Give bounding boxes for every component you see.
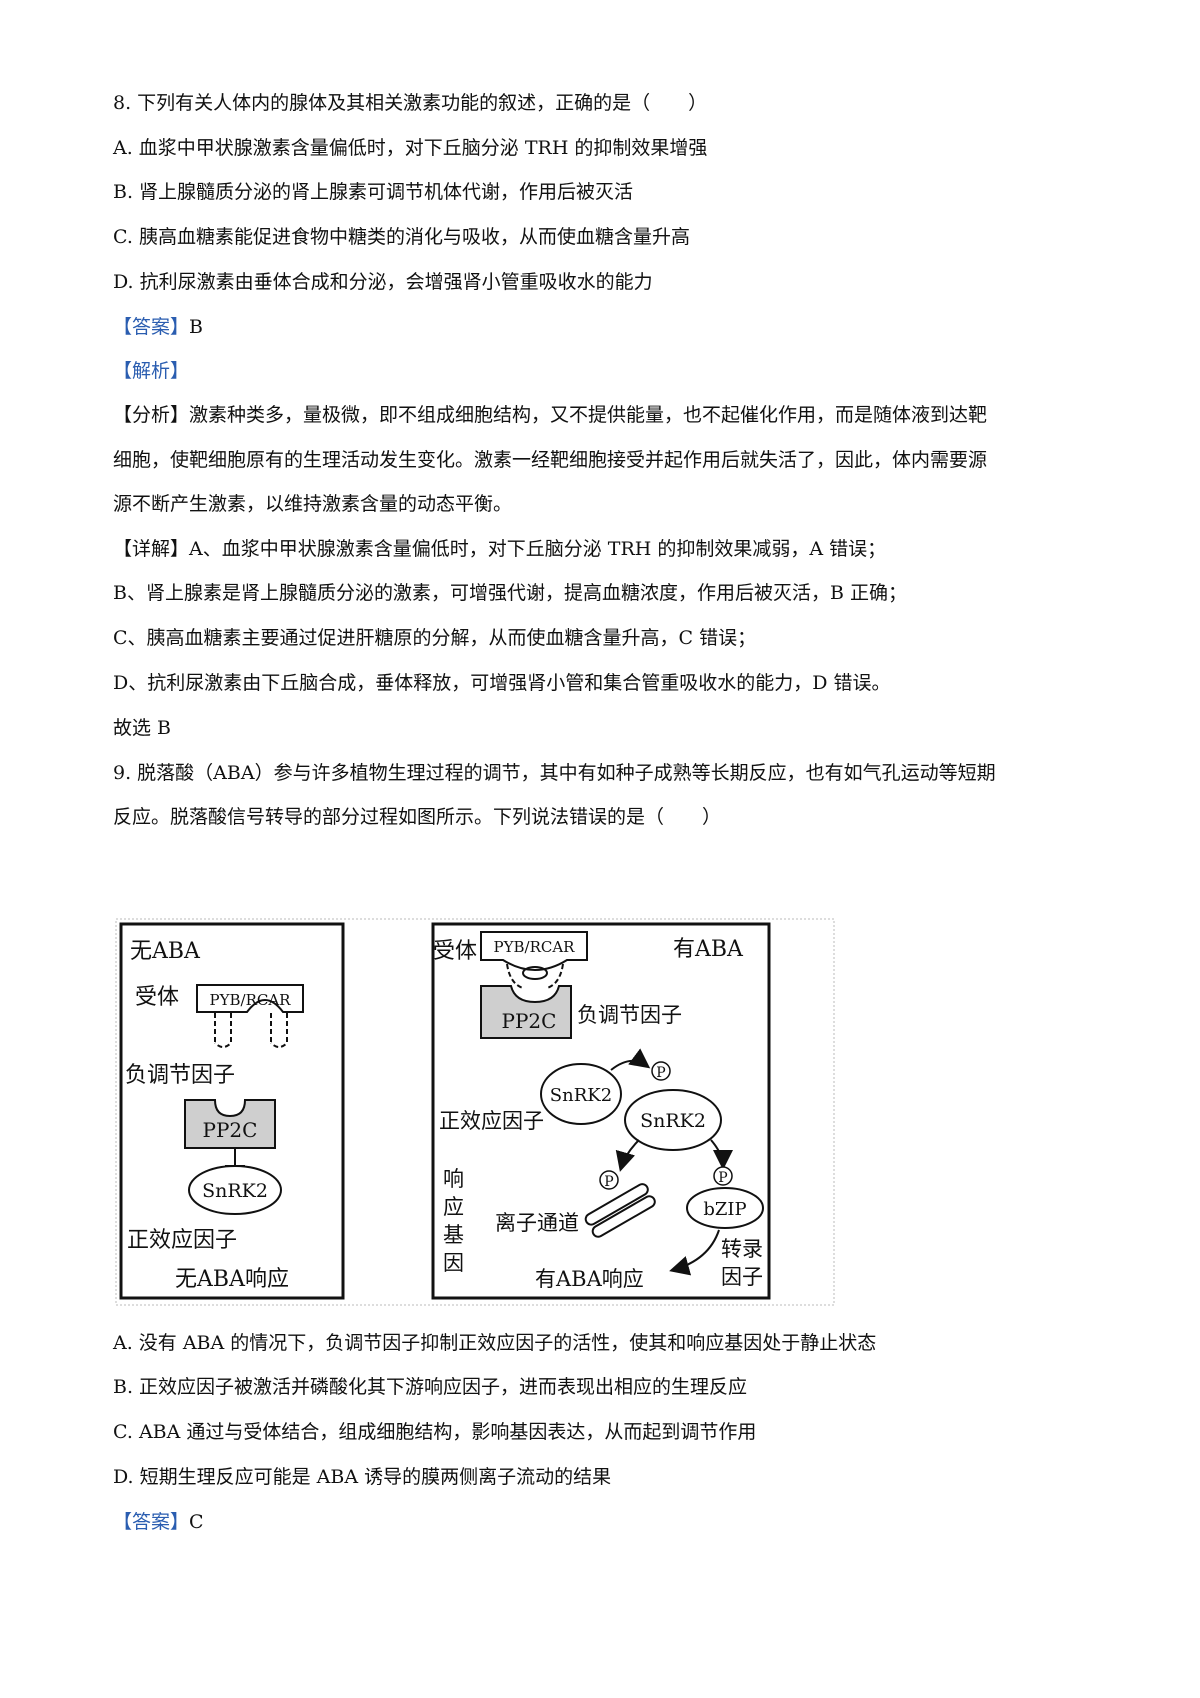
left-pos-label: 正效应因子 xyxy=(127,1228,237,1253)
q8-answer-tag: 【答案】 xyxy=(113,316,190,338)
q9-stem-line-2: 反应。脱落酸信号转导的部分过程如图所示。下列说法错误的是（ ） xyxy=(113,806,722,828)
snrk2-activation-arrow xyxy=(610,1048,651,1071)
q8-detail-text-1: A、血浆中甲状腺激素含量偏低时，对下丘脑分泌 TRH 的抑制效果减弱，A 错误； xyxy=(189,538,887,560)
arrow-to-ion-channel xyxy=(615,1139,640,1172)
right-receptor-name: PYB/RCAR xyxy=(494,938,576,956)
left-neg-label: 负调节因子 xyxy=(125,1063,235,1088)
q8-detail-head: 【详解】 xyxy=(113,538,190,560)
right-receptor-label: 受体 xyxy=(433,939,477,964)
aba-molecule xyxy=(522,966,548,980)
left-receptor-label: 受体 xyxy=(135,985,179,1010)
q8-answer: 【答案】B xyxy=(113,312,203,342)
q8-detail-line-2: B、肾上腺素是肾上腺髓质分泌的激素，可增强代谢，提高血糖浓度，作用后被灭活，B … xyxy=(113,582,907,604)
right-neg-label: 负调节因子 xyxy=(577,1003,682,1027)
bzip-ellipse xyxy=(686,1187,764,1229)
q8-analysis-line-2: 细胞，使靶细胞原有的生理活动发生变化。激素一经靶细胞接受并起作用后就失活了，因此… xyxy=(113,449,988,471)
q8-detail-line-3: C、胰高血糖素主要通过促进肝糖原的分解，从而使血糖含量升高，C 错误； xyxy=(113,627,757,649)
q8-stem: 8. 下列有关人体内的腺体及其相关激素功能的叙述，正确的是（ ） xyxy=(113,92,708,114)
q8-analysis-line-1: 【分析】激素种类多，量极微，即不组成细胞结构，又不提供能量，也不起催化作用，而是… xyxy=(113,400,987,430)
gene-label-4: 因 xyxy=(443,1251,464,1275)
left-snrk2-label: SnRK2 xyxy=(202,1180,268,1202)
q8-detail-line-4: D、抗利尿激素由下丘脑合成，垂体释放，可增强肾小管和集合管重吸收水的能力，D 错… xyxy=(113,672,891,694)
left-pp2c-shape xyxy=(184,1099,276,1149)
left-receptor-leg-1 xyxy=(214,1013,232,1048)
q9-option-d: D. 短期生理反应可能是 ABA 诱导的膜两侧离子流动的结果 xyxy=(113,1466,612,1488)
ion-phospho-label: P xyxy=(604,1174,613,1190)
left-receptor-name: PYB/RCAR xyxy=(210,991,292,1009)
bzip-phospho-circle xyxy=(713,1166,733,1186)
arrow-to-bzip xyxy=(710,1139,733,1170)
gene-label-1: 响 xyxy=(443,1167,464,1191)
q8-answer-value: B xyxy=(189,316,203,338)
right-receptor-shape xyxy=(480,931,588,971)
right-pp2c-label: PP2C xyxy=(502,1009,557,1033)
gene-label-2: 应 xyxy=(443,1195,464,1219)
left-receptor-shape xyxy=(196,984,304,1013)
right-pos-label: 正效应因子 xyxy=(439,1109,544,1133)
q8-analysis-line-3: 源不断产生激素，以维持激素含量的动态平衡。 xyxy=(113,493,513,515)
snrk2-phospho-circle xyxy=(651,1061,671,1081)
right-receptor-legs xyxy=(506,963,564,989)
q9-option-a: A. 没有 ABA 的情况下，负调节因子抑制正效应因子的活性，使其和响应基因处于… xyxy=(113,1332,877,1354)
q8-option-d: D. 抗利尿激素由垂体合成和分泌，会增强肾小管重吸收水的能力 xyxy=(113,271,653,293)
q9-answer: 【答案】C xyxy=(113,1507,204,1537)
gene-label-3: 基 xyxy=(443,1223,464,1247)
q9-answer-value: C xyxy=(189,1511,204,1533)
left-pp2c-label: PP2C xyxy=(203,1118,258,1142)
q8-option-b: B. 肾上腺髓质分泌的肾上腺素可调节机体代谢，作用后被灭活 xyxy=(113,181,634,203)
left-response: 无ABA响应 xyxy=(175,1267,289,1292)
q8-analysis-head: 【分析】 xyxy=(113,404,190,426)
tf-label-2: 因子 xyxy=(721,1265,763,1289)
right-snrk2-a-label: SnRK2 xyxy=(550,1085,612,1106)
right-snrk2-a-ellipse xyxy=(540,1063,622,1125)
q9-stem-line-1: 9. 脱落酸（ABA）参与许多植物生理过程的调节，其中有如种子成熟等长期反应，也… xyxy=(113,762,996,784)
tf-label-1: 转录 xyxy=(721,1237,763,1261)
arrow-to-response xyxy=(669,1229,720,1276)
snrk2-phospho-label: P xyxy=(656,1065,665,1081)
left-panel-title: 无ABA xyxy=(130,939,201,964)
aba-figure-svg: 无ABA 受体 PYB/RCAR 负调节因子 PP2C SnRK2 正效应因子 … xyxy=(115,918,835,1306)
q9-option-b: B. 正效应因子被激活并磷酸化其下游响应因子，进而表现出相应的生理反应 xyxy=(113,1376,748,1398)
ion-channel-label: 离子通道 xyxy=(495,1211,579,1235)
right-snrk2-b-ellipse xyxy=(624,1089,722,1151)
q9-answer-tag: 【答案】 xyxy=(113,1511,190,1533)
q8-analysis-text-1: 激素种类多，量极微，即不组成细胞结构，又不提供能量，也不起催化作用，而是随体液到… xyxy=(189,404,988,426)
ion-phospho-circle xyxy=(599,1170,619,1190)
q9-option-c: C. ABA 通过与受体结合，组成细胞结构，影响基因表达，从而起到调节作用 xyxy=(113,1421,757,1443)
q8-option-c: C. 胰高血糖素能促进食物中糖类的消化与吸收，从而使血糖含量升高 xyxy=(113,226,690,248)
q8-detail-line-1: 【详解】A、血浆中甲状腺激素含量偏低时，对下丘脑分泌 TRH 的抑制效果减弱，A… xyxy=(113,534,886,564)
left-receptor-leg-2 xyxy=(270,1013,288,1048)
bzip-phospho-label: P xyxy=(718,1170,727,1186)
right-pp2c-shape xyxy=(480,985,572,1039)
q8-conclusion: 故选 B xyxy=(113,717,172,739)
q8-option-a: A. 血浆中甲状腺激素含量偏低时，对下丘脑分泌 TRH 的抑制效果增强 xyxy=(113,137,708,159)
right-snrk2-b-label: SnRK2 xyxy=(640,1110,706,1132)
aba-signaling-figure: 无ABA 受体 PYB/RCAR 负调节因子 PP2C SnRK2 正效应因子 … xyxy=(115,918,835,1306)
ion-channel-shape xyxy=(584,1183,656,1238)
right-response: 有ABA响应 xyxy=(535,1267,644,1291)
bzip-label: bZIP xyxy=(703,1199,746,1220)
right-panel-title: 有ABA xyxy=(673,937,744,962)
left-snrk2-ellipse xyxy=(188,1165,282,1215)
q8-analysis-tag: 【解析】 xyxy=(113,360,190,382)
